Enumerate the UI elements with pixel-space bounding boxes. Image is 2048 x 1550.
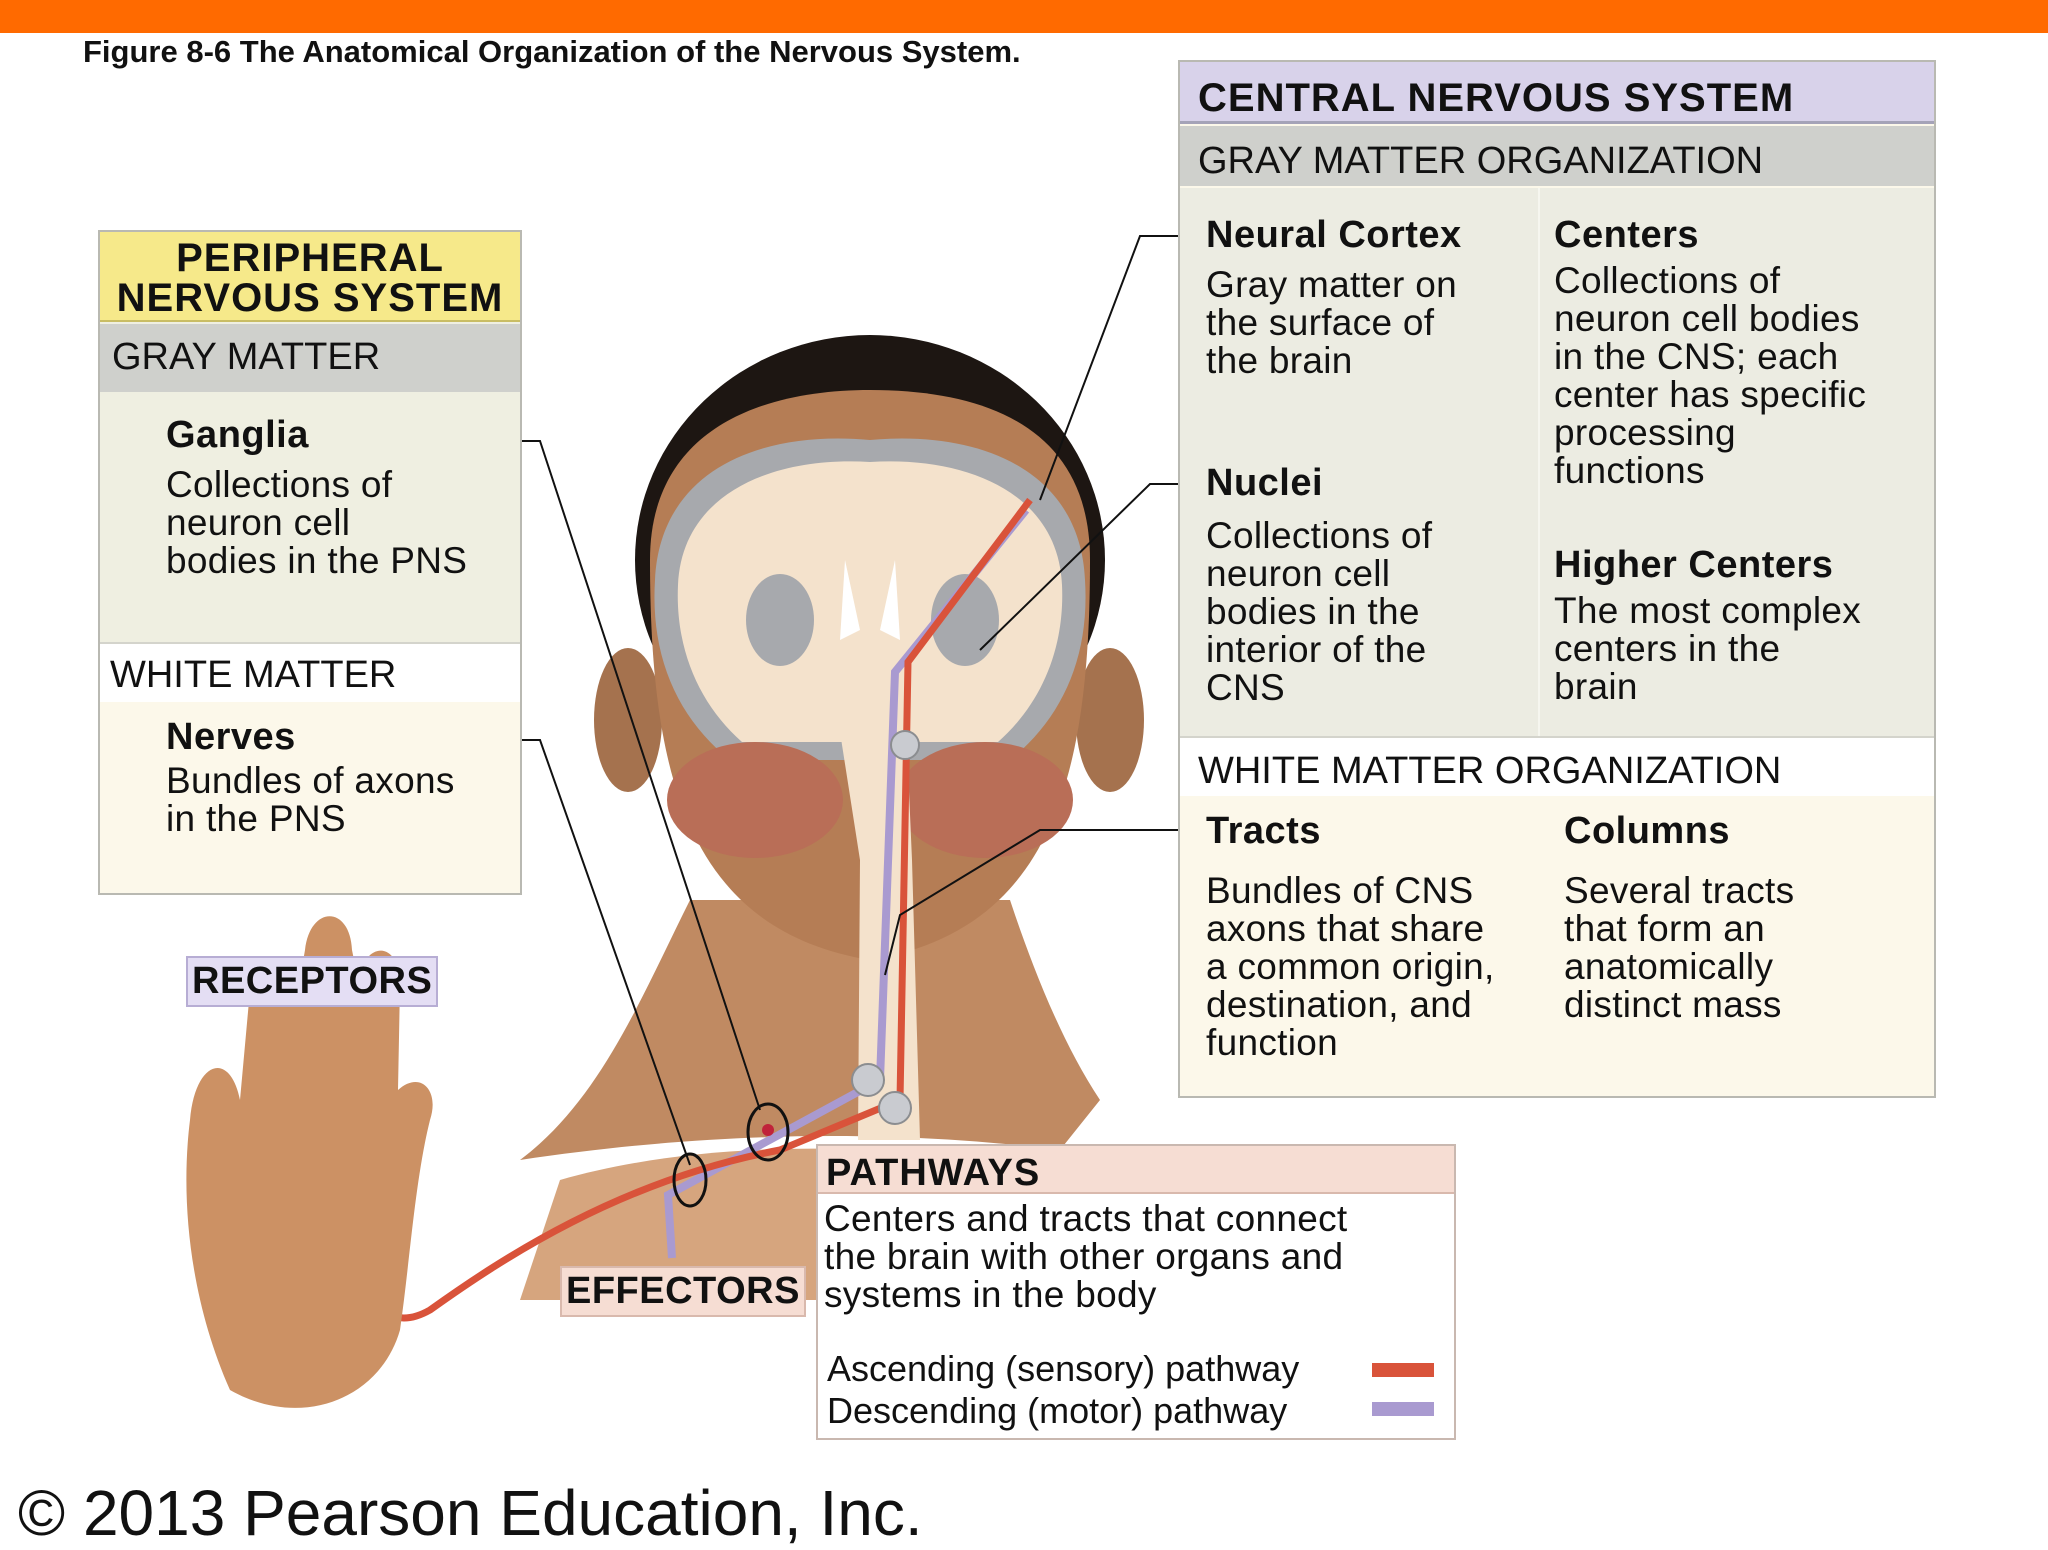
white-matter-organization-heading: WHITE MATTER ORGANIZATION — [1180, 736, 1934, 796]
ventricles — [840, 560, 900, 640]
higher-centers-description: The most complex centers in the brain — [1554, 590, 1862, 707]
columns-description: Several tracts that form an anatomically… — [1564, 870, 1795, 1025]
right-cerebellum — [897, 742, 1073, 858]
tracts-leader — [884, 829, 1188, 976]
ganglion-dot — [762, 1124, 774, 1136]
center-node-lower — [851, 1063, 885, 1097]
ganglion-marker — [746, 1102, 790, 1162]
higher-centers-term: Higher Centers — [1554, 544, 1834, 586]
right-ear — [1076, 648, 1144, 792]
legend-ascending-swatch — [1372, 1363, 1434, 1377]
center-node-upper — [890, 730, 920, 760]
tracts-description: Bundles of CNS axons that share a common… — [1206, 870, 1495, 1063]
nuclei-description: Collections of neuron cell bodies in the… — [1206, 515, 1433, 708]
legend-descending-swatch — [1372, 1402, 1434, 1416]
hand — [186, 916, 433, 1408]
ganglia-term: Ganglia — [166, 414, 309, 456]
legend-descending-label: Descending (motor) pathway — [827, 1390, 1288, 1431]
pns-title: PERIPHERAL NERVOUS SYSTEM — [100, 232, 520, 322]
cns-title: CENTRAL NERVOUS SYSTEM — [1180, 62, 1934, 124]
left-ear — [594, 648, 662, 792]
pathways-description: Centers and tracts that connect the brai… — [824, 1198, 1348, 1315]
accent-bar — [0, 0, 2048, 33]
legend-ascending-label: Ascending (sensory) pathway — [827, 1348, 1300, 1389]
pns-white-matter-heading: WHITE MATTER — [100, 642, 520, 702]
centers-description: Collections of neuron cell bodies in the… — [1554, 260, 1867, 491]
columns-term: Columns — [1564, 810, 1731, 852]
centers-term: Centers — [1554, 214, 1699, 256]
nerves-description: Bundles of axons in the PNS — [166, 760, 455, 839]
effectors-label: EFFECTORS — [560, 1266, 806, 1317]
nuclei-term: Nuclei — [1206, 462, 1324, 504]
nerve-marker — [672, 1152, 708, 1208]
neural-cortex-term: Neural Cortex — [1206, 214, 1462, 256]
center-node-lower-right — [878, 1091, 912, 1125]
copyright-notice: © 2013 Pearson Education, Inc. — [18, 1477, 923, 1549]
tracts-term: Tracts — [1206, 810, 1321, 852]
left-nucleus — [746, 574, 814, 666]
pathways-heading: PATHWAYS — [818, 1146, 1454, 1194]
receptors-label: RECEPTORS — [186, 956, 439, 1007]
pns-gray-matter-heading: GRAY MATTER — [100, 324, 520, 392]
figure-title: Figure 8-6 The Anatomical Organization o… — [83, 34, 1021, 69]
pns-white-matter-panel — [100, 702, 520, 893]
gray-matter-organization-panel — [1180, 188, 1934, 736]
right-nucleus — [931, 574, 999, 666]
left-cerebellum — [667, 742, 843, 858]
neural-cortex-description: Gray matter on the surface of the brain — [1206, 264, 1457, 381]
nerves-term: Nerves — [166, 716, 296, 758]
ganglia-description: Collections of neuron cell bodies in the… — [166, 464, 468, 581]
gray-matter-organization-heading: GRAY MATTER ORGANIZATION — [1180, 126, 1934, 186]
gray-matter-column-divider — [1538, 188, 1540, 736]
white-matter — [677, 461, 1063, 742]
